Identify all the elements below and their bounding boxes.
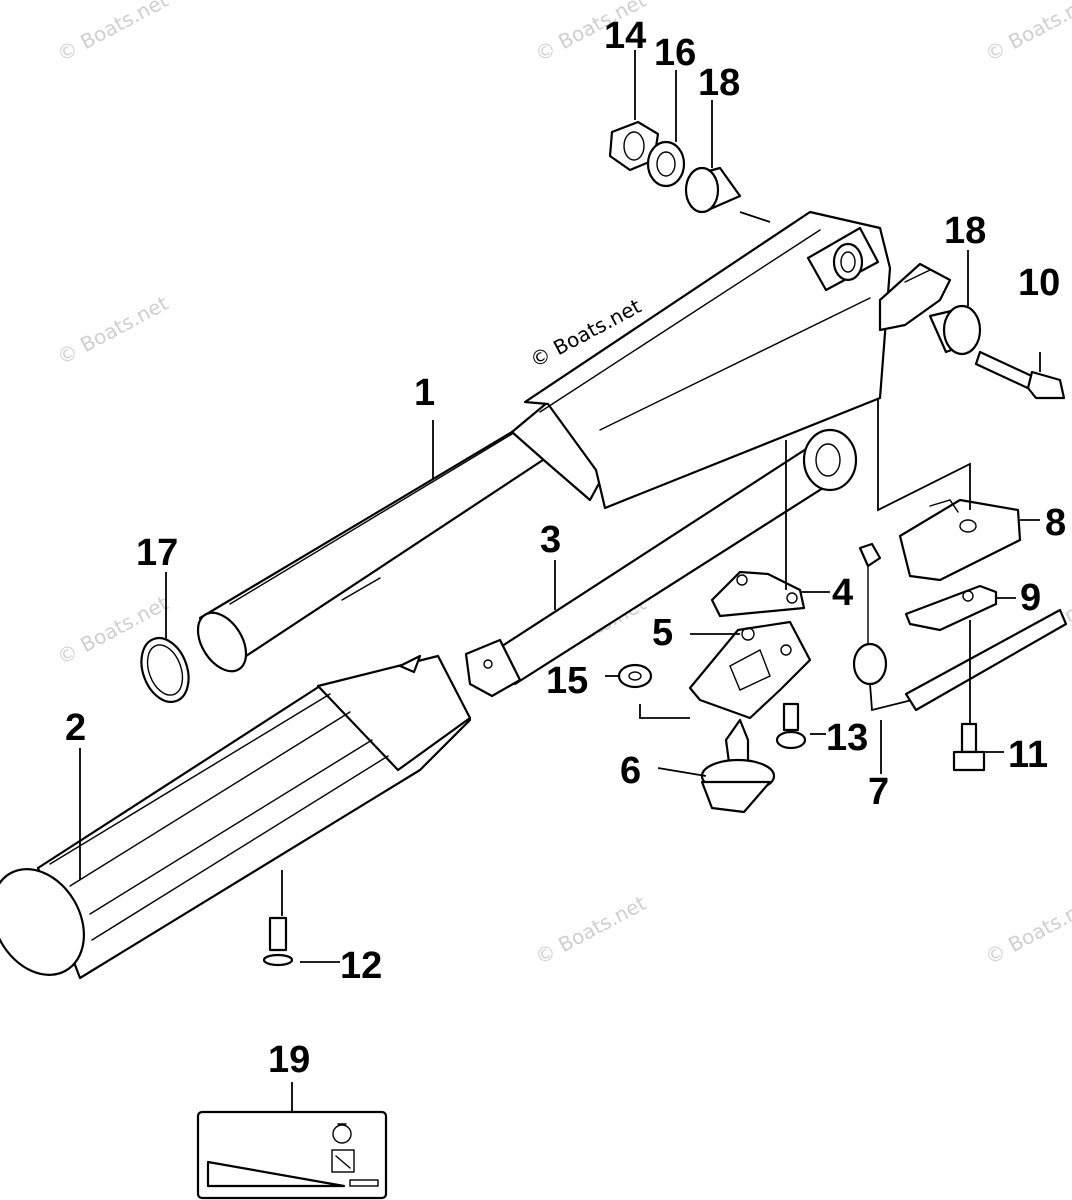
watermark-text: © Boats.net [531, 891, 650, 970]
watermark-text: © Boats.net [53, 0, 172, 66]
callout-7: 7 [868, 771, 889, 813]
bushing-part [684, 166, 742, 214]
callout-5: 5 [652, 612, 673, 654]
callout-labels: 1 2 3 4 5 6 7 8 9 10 11 12 13 14 15 16 1… [65, 15, 1066, 1081]
callout-9: 9 [1020, 577, 1041, 619]
cable-bracket-part [904, 584, 998, 632]
watermark-text: © Boats.net [981, 891, 1072, 970]
washer-part [646, 140, 686, 188]
bracket-part [688, 620, 812, 720]
o-ring-part [140, 636, 190, 704]
throttle-cable-part [852, 542, 1068, 712]
screw-part [262, 916, 294, 967]
callout-19: 19 [268, 1039, 310, 1081]
callout-2: 2 [65, 707, 86, 749]
callout-4: 4 [832, 572, 853, 614]
callout-3: 3 [540, 519, 561, 561]
callout-11: 11 [1008, 734, 1048, 776]
bolt-part [974, 350, 1066, 400]
callout-16: 16 [654, 32, 696, 74]
plate-part [710, 570, 806, 618]
callout-15: 15 [546, 660, 588, 702]
grip-part [0, 654, 472, 980]
callout-10: 10 [1018, 262, 1060, 304]
callout-18-right: 18 [944, 210, 986, 252]
tiller-arm-part [196, 210, 952, 673]
callout-8: 8 [1045, 502, 1066, 544]
decal-part [196, 1110, 388, 1200]
callout-14: 14 [604, 15, 646, 57]
callout-1: 1 [414, 372, 435, 414]
bushing-part [928, 304, 982, 356]
callout-13: 13 [826, 717, 868, 759]
block-part [898, 498, 1022, 582]
callout-12: 12 [340, 945, 382, 987]
throttle-shaft-part [464, 428, 858, 698]
watermark-text: © Boats.net [981, 0, 1072, 66]
callout-18-top: 18 [698, 62, 740, 104]
screw-part [775, 702, 807, 750]
leader-lines [79, 50, 1041, 1112]
watermark-text: © Boats.net [53, 291, 172, 370]
star-washer-part [617, 663, 653, 689]
bolt-part [952, 722, 986, 772]
callout-6: 6 [620, 750, 641, 792]
knob-part [700, 718, 776, 814]
callout-17: 17 [136, 532, 178, 574]
